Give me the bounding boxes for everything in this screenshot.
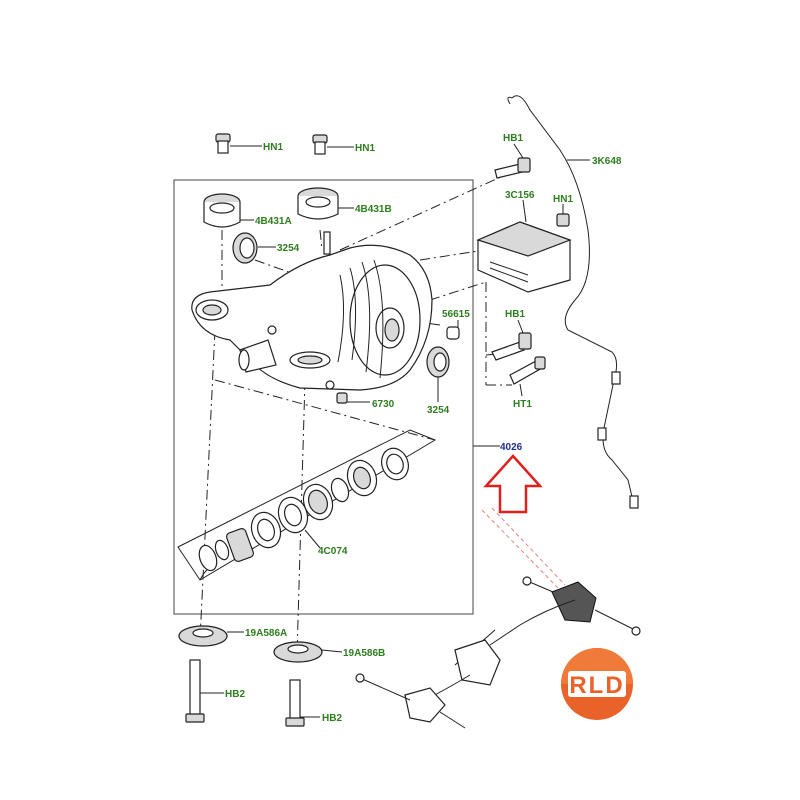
seal-3254-right bbox=[426, 346, 450, 402]
logo-text: RLD bbox=[569, 672, 624, 699]
bolt-hb2-left bbox=[185, 659, 224, 723]
label-56615: 56615 bbox=[442, 309, 470, 320]
part-labels: HN1 HN1 HB1 3K648 3C156 HN1 4B431A 4B431… bbox=[225, 133, 622, 724]
label-3254-left: 3254 bbox=[277, 243, 300, 254]
label-hn1-a: HN1 bbox=[263, 142, 283, 153]
plug-56615 bbox=[446, 320, 460, 340]
bearing-kit-4c074 bbox=[177, 429, 437, 581]
nut-hn1-left bbox=[215, 133, 262, 154]
label-4b431b: 4B431B bbox=[355, 204, 392, 215]
red-pointer-lines bbox=[481, 507, 566, 591]
bushing-4b431b bbox=[297, 187, 354, 220]
label-hb1-top: HB1 bbox=[503, 133, 523, 144]
bushing-4b431a bbox=[203, 193, 254, 228]
label-ht1: HT1 bbox=[513, 399, 532, 410]
label-19a586b: 19A586B bbox=[343, 648, 385, 659]
label-hn1-b: HN1 bbox=[355, 143, 375, 154]
washer-19a586a bbox=[178, 625, 244, 647]
module-3c156 bbox=[476, 199, 572, 293]
up-arrow-icon bbox=[483, 454, 543, 514]
label-3254-right: 3254 bbox=[427, 405, 450, 416]
bolt-hb2-right bbox=[285, 679, 320, 727]
stud-ht1 bbox=[509, 356, 546, 397]
washer-19a586b bbox=[273, 641, 343, 663]
bolt-6730 bbox=[336, 392, 370, 404]
label-19a586a: 19A586A bbox=[245, 628, 287, 639]
rld-logo bbox=[561, 648, 633, 720]
label-4b431a: 4B431A bbox=[255, 216, 292, 227]
label-hn1-c: HN1 bbox=[553, 194, 573, 205]
seal-3254-left bbox=[232, 232, 276, 264]
label-4c074: 4C074 bbox=[318, 546, 348, 557]
label-hb2-b: HB2 bbox=[322, 713, 342, 724]
nut-hn1-right bbox=[312, 134, 354, 155]
label-hb1-mid: HB1 bbox=[505, 309, 525, 320]
label-3k648: 3K648 bbox=[592, 156, 622, 167]
differential-housing bbox=[191, 231, 433, 391]
sensor-cable-3k648 bbox=[507, 95, 639, 509]
nut-hn1-small bbox=[556, 204, 570, 227]
drivetrain-overview bbox=[355, 576, 641, 729]
assembly-frame bbox=[173, 179, 474, 615]
bolt-hb1-top bbox=[494, 143, 531, 179]
label-3c156: 3C156 bbox=[505, 190, 535, 201]
bolt-hb1-mid bbox=[491, 319, 532, 361]
label-hb2-a: HB2 bbox=[225, 689, 245, 700]
label-6730: 6730 bbox=[372, 399, 395, 410]
label-4026: 4026 bbox=[500, 442, 523, 453]
